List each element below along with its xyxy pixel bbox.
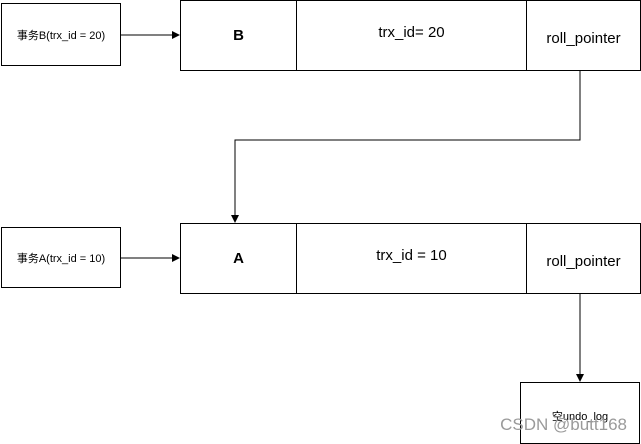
undo-log-label: 空undo_log [551,411,609,423]
row-b: B trx_id= 20 roll_pointer [180,0,641,71]
transaction-a-box: 事务A(trx_id = 10) [1,227,121,288]
row-a: A trx_id = 10 roll_pointer [180,223,641,294]
row-a-trx-id: trx_id = 10 [296,224,526,293]
row-b-trx-id: trx_id= 20 [296,1,526,70]
row-a-roll-pointer: roll_pointer [526,224,640,293]
transaction-a-label: 事务A(trx_id = 10) [16,252,106,265]
transaction-b-box: 事务B(trx_id = 20) [1,3,121,66]
row-b-roll-pointer: roll_pointer [526,1,640,70]
watermark: CSDN @butt168 [500,415,627,434]
transaction-b-label: 事务B(trx_id = 20) [16,29,106,42]
row-a-name: A [233,250,244,267]
undo-log-box: 空undo_log [520,382,640,444]
arrow-row-b-roll-pointer-to-row-a [231,71,581,223]
row-b-name: B [233,27,244,44]
